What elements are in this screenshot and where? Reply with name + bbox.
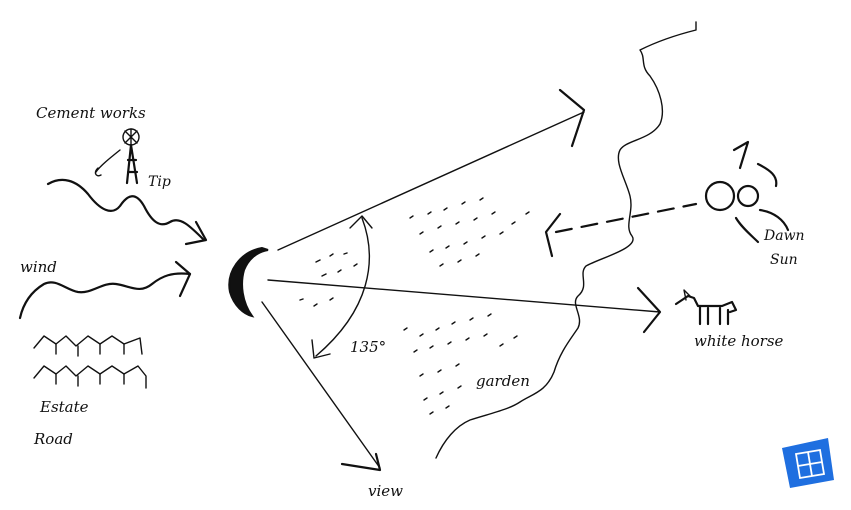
floorplan-badge-icon[interactable] [782, 438, 834, 488]
label-estate: Estate [39, 398, 89, 416]
sightline-middle-arrowhead [636, 286, 662, 334]
sightline-upper-arrowhead [558, 88, 586, 148]
label-wind: wind [20, 258, 57, 276]
angle-arc [315, 217, 371, 357]
viewpoint-marker [228, 246, 269, 318]
wind-arrow-upper [46, 178, 206, 242]
label-view: view [368, 482, 403, 500]
sun-ray-dashed [554, 202, 698, 234]
cement-works-tower-icon [94, 128, 140, 185]
label-angle: 135° [350, 338, 386, 356]
wind-arrowhead-upper [184, 220, 208, 246]
sightline-middle [267, 279, 661, 313]
sightline-lower-arrowhead [340, 452, 382, 472]
sightline-lower [261, 301, 381, 469]
dawn-sun-icon [704, 140, 790, 244]
garden-stipple [299, 197, 530, 415]
sightline-upper [277, 111, 585, 251]
label-road: Road [33, 430, 73, 448]
angle-arrowhead-bottom [311, 339, 331, 359]
wind-arrow-lower [18, 272, 192, 320]
angle-arrowhead-top [349, 215, 373, 229]
label-cement-works: Cement works [36, 104, 146, 122]
site-boundary [435, 21, 697, 459]
label-white-horse: white horse [694, 332, 784, 350]
label-sun: Sun [770, 252, 798, 268]
wind-arrowhead-lower [174, 260, 192, 298]
white-horse-icon [674, 289, 738, 326]
label-tip: Tip [148, 174, 171, 190]
estate-houses-icon [33, 335, 147, 389]
label-garden: garden [476, 372, 530, 390]
sun-ray-arrowhead [544, 212, 562, 258]
label-dawn: Dawn [763, 228, 805, 244]
